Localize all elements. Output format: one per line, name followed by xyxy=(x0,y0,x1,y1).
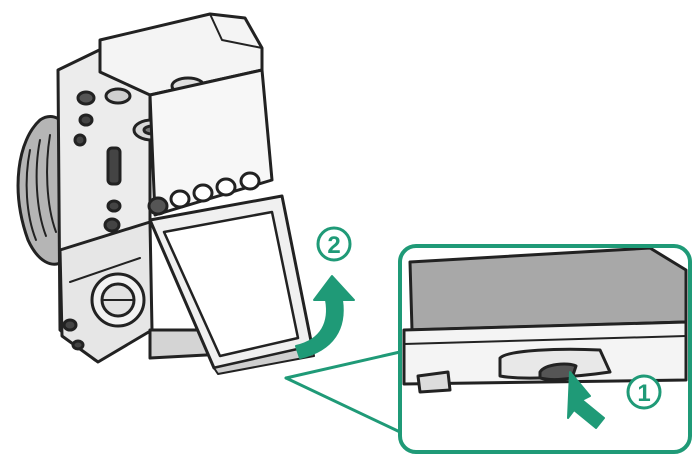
curved-up-arrow-icon xyxy=(295,275,355,359)
step-1-number: 1 xyxy=(637,380,650,407)
tilting-lcd-screen xyxy=(148,194,315,375)
callout-pointer xyxy=(284,350,402,434)
step-2-badge: 2 xyxy=(316,226,352,262)
zoom-callout-box xyxy=(398,244,692,454)
press-arrow-icon xyxy=(567,371,605,429)
step-2-number: 2 xyxy=(327,232,340,259)
step-1-badge: 1 xyxy=(626,374,662,410)
camera-body-illustration xyxy=(16,12,302,364)
